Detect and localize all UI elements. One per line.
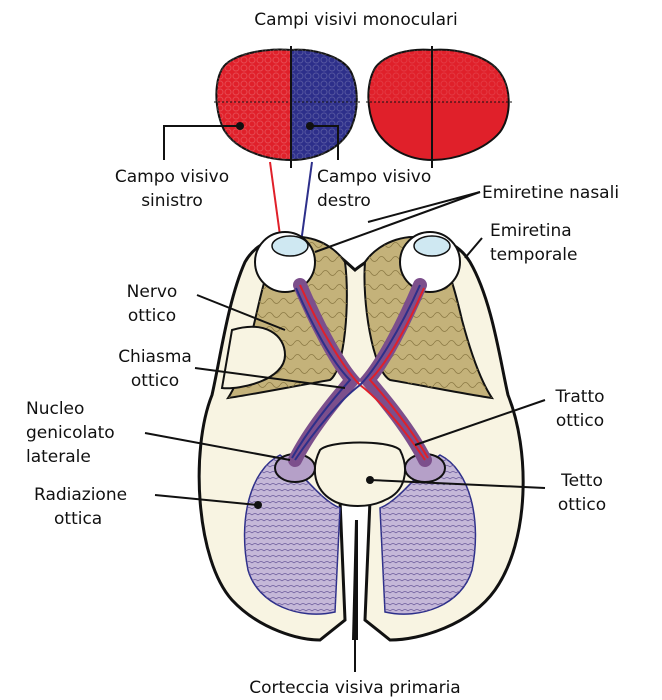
right-eye xyxy=(400,232,460,292)
label-optic-tectum-2: ottico xyxy=(558,495,606,515)
label-left-field-2: sinistro xyxy=(141,191,203,211)
label-optic-nerve: Nervo xyxy=(127,282,178,302)
label-optic-tract: Tratto xyxy=(554,387,604,407)
label-optic-tract-2: ottico xyxy=(556,411,604,431)
label-temporal-hemiretina: Emiretina xyxy=(490,221,572,241)
label-optic-chiasm-2: ottico xyxy=(131,371,179,391)
label-optic-radiation-2: ottica xyxy=(54,509,102,529)
label-left-field: Campo visivo xyxy=(115,167,229,187)
label-optic-chiasm: Chiasma xyxy=(118,347,192,367)
label-temporal-hemiretina-2: temporale xyxy=(490,245,577,265)
label-optic-radiation: Radiazione xyxy=(34,485,127,505)
label-right-field-2: destro xyxy=(317,191,371,211)
label-optic-nerve-2: ottico xyxy=(128,306,176,326)
brain xyxy=(199,237,523,640)
label-lgn-2: genicolato xyxy=(26,423,115,443)
title-label: Campi visivi monoculari xyxy=(254,10,457,30)
right-eye-visual-field xyxy=(366,46,512,168)
label-lgn-3: laterale xyxy=(26,447,91,467)
left-eye-visual-field xyxy=(214,46,362,168)
label-nasal-hemiretinas: Emiretine nasali xyxy=(482,183,619,203)
label-primary-visual-cortex: Corteccia visiva primaria xyxy=(249,678,460,698)
label-lgn: Nucleo xyxy=(26,399,84,419)
label-right-field: Campo visivo xyxy=(317,167,431,187)
label-optic-tectum: Tetto xyxy=(560,471,603,491)
